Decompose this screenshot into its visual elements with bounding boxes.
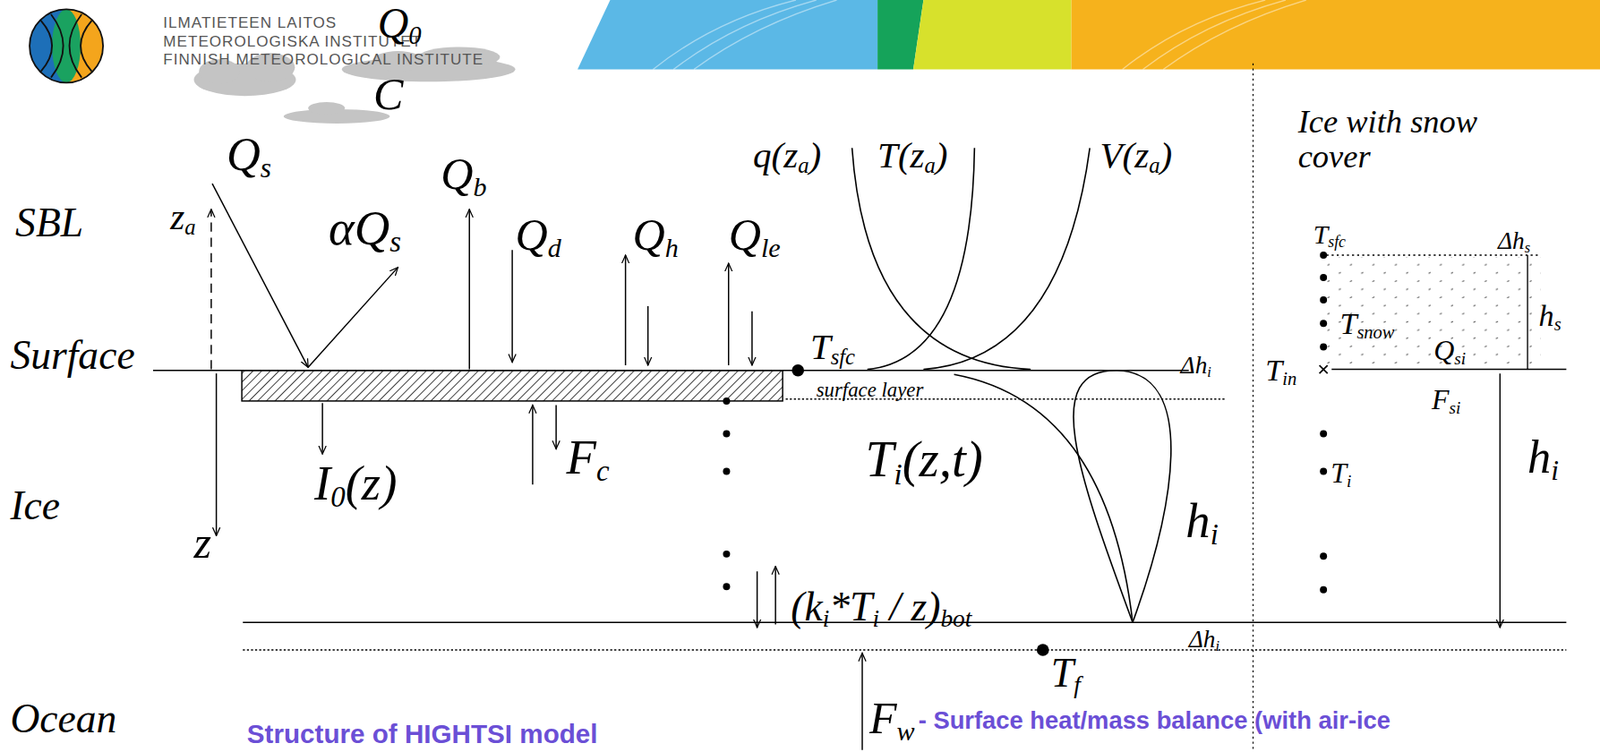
symbol-label: SBL xyxy=(15,202,84,244)
symbol-label: Qsi xyxy=(1433,336,1466,366)
symbol-label: Δhi xyxy=(1189,627,1220,652)
symbol-label: Ti xyxy=(1330,459,1352,488)
symbol-label: Qs xyxy=(226,130,272,178)
layer-lines xyxy=(153,63,1566,752)
symbol-label: Δhi xyxy=(1180,353,1212,378)
logo-text: FINNISH METEOROLOGICAL INSTITUTE xyxy=(162,51,484,68)
symbol-label: Qb xyxy=(440,151,487,197)
symbol-label: αQs xyxy=(328,204,402,254)
institute-logo xyxy=(29,8,103,83)
symbol-label: hi xyxy=(1527,433,1559,480)
symbol-label: Surface xyxy=(9,334,135,377)
header-banner xyxy=(577,0,1600,69)
symbol-label: surface layer xyxy=(816,380,925,402)
symbol-label: Tin xyxy=(1265,355,1297,386)
snow-depth-line xyxy=(1526,255,1528,370)
symbol-label: Ti(z,t) xyxy=(864,433,983,485)
symbol-label: hi xyxy=(1185,496,1218,547)
symbol-label: Tsfc xyxy=(810,328,856,366)
symbol-label: Tsfc xyxy=(1313,222,1346,249)
snow-texture xyxy=(1326,256,1541,368)
symbol-label: I0(z) xyxy=(314,459,397,509)
symbol-label: Tsnow xyxy=(1339,308,1395,340)
symbol-label: Q0 xyxy=(377,1,422,45)
symbol-label: Ice xyxy=(9,485,60,527)
symbol-label: Fsi xyxy=(1431,385,1461,415)
symbol-label: Ocean xyxy=(9,698,117,740)
symbol-label: V(za) xyxy=(1100,136,1173,174)
caption-text: Structure of HIGHTSI model xyxy=(247,720,599,748)
symbol-label: Fc xyxy=(566,433,610,483)
symbol-label: Qh xyxy=(633,212,679,257)
subtitle-text: - Surface heat/mass balance (with air-ic… xyxy=(918,708,1391,733)
logo-text: ILMATIETEEN LAITOS xyxy=(162,15,337,31)
grid-dots xyxy=(722,251,1327,657)
symbol-label: Tf xyxy=(1051,652,1081,694)
symbol-label: q(za) xyxy=(752,136,822,174)
ice-slab xyxy=(241,370,783,402)
symbol-label: T(za) xyxy=(877,136,948,174)
symbol-label: Fw xyxy=(869,695,916,741)
symbol-label: Qd xyxy=(515,212,562,257)
flux-arrows xyxy=(211,183,1500,751)
symbol-label: za xyxy=(170,198,196,236)
interface-mark xyxy=(1319,365,1328,374)
symbol-label: Δhs xyxy=(1497,229,1531,254)
symbol-label: z xyxy=(194,520,213,565)
symbol-label: Qle xyxy=(728,212,781,257)
symbol-label: Ice with snow cover xyxy=(1298,104,1503,174)
symbol-label: hs xyxy=(1539,300,1562,332)
symbol-label: C xyxy=(373,71,403,117)
symbol-label: (ki*Ti / z)bot xyxy=(790,586,972,628)
